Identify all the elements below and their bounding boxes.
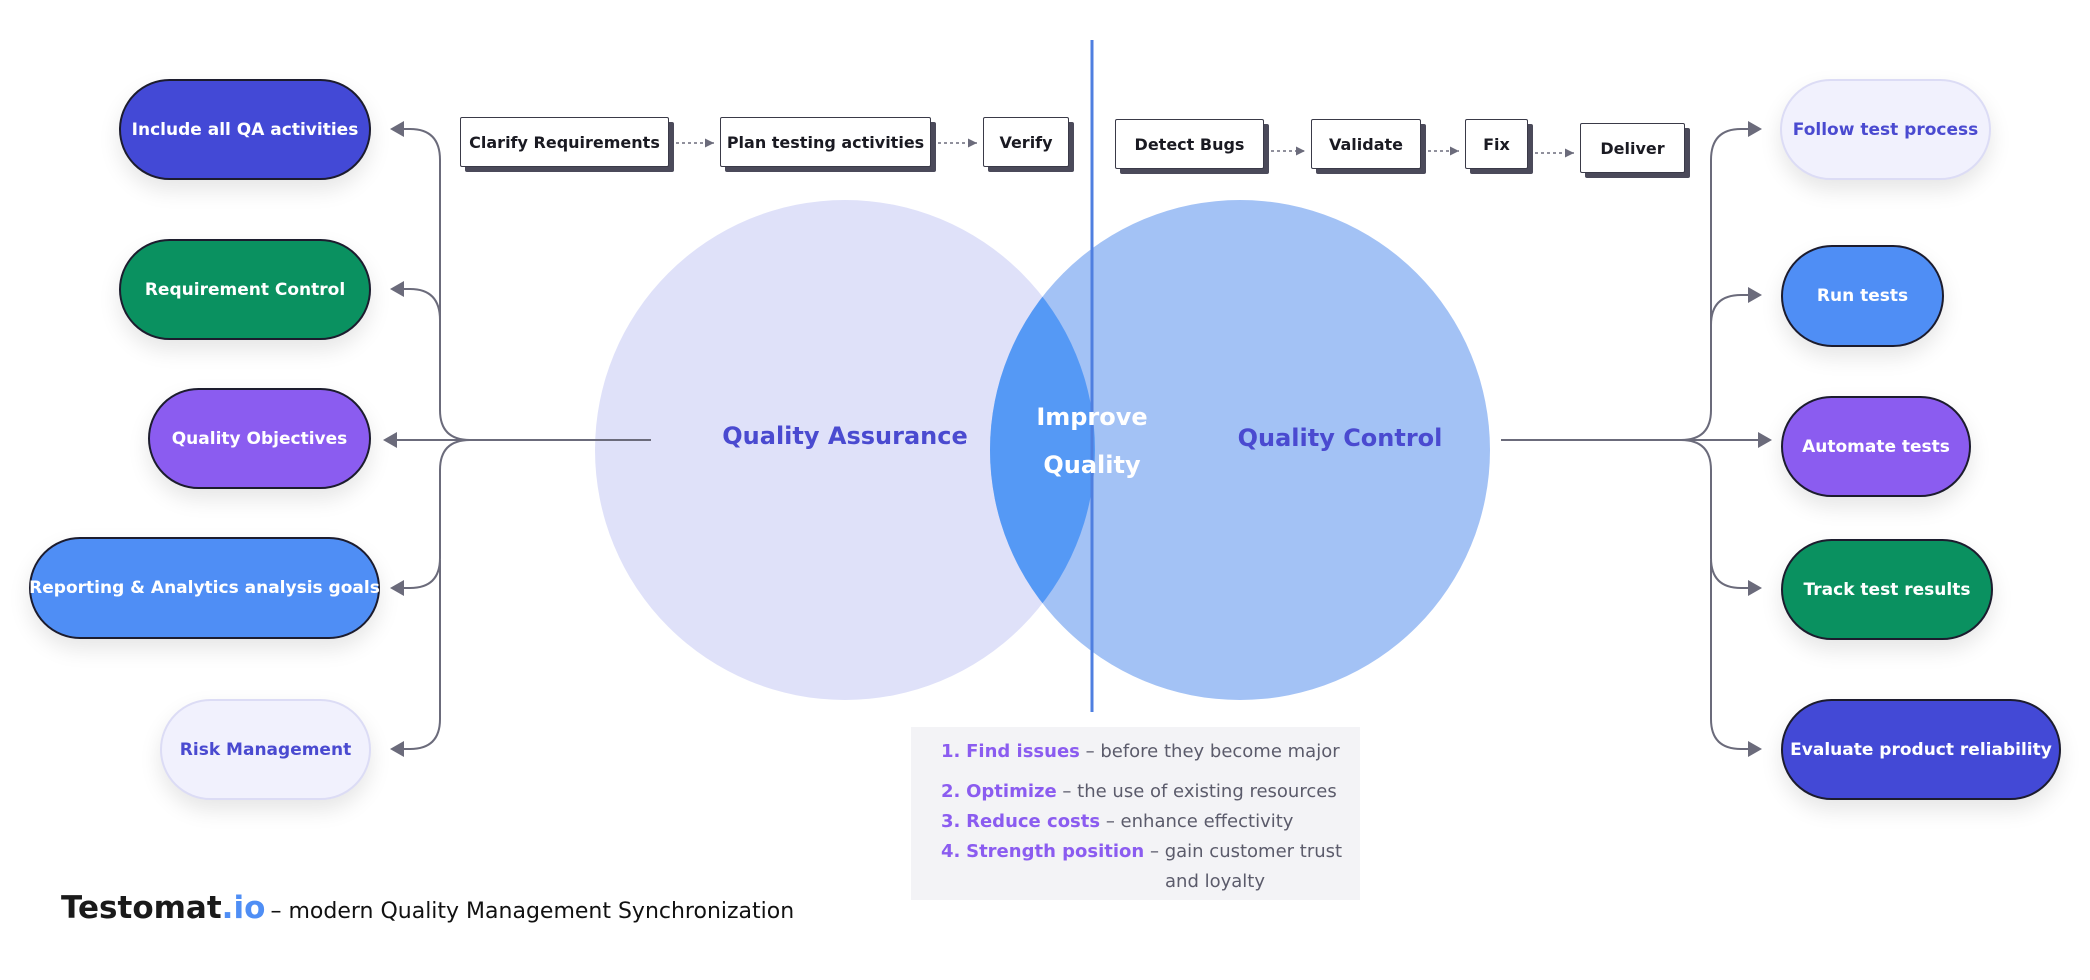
benefit-title: Find issues <box>966 741 1080 762</box>
qa-item-quality-objectives: Quality Objectives <box>148 388 371 489</box>
qc-item-evaluate-reliability: Evaluate product reliability <box>1781 699 2061 800</box>
qa-label: Quality Assurance <box>722 422 968 450</box>
flow-plan-testing: Plan testing activities <box>720 117 931 167</box>
qc-item-automate-tests: Automate tests <box>1781 396 1971 497</box>
brand-logo: Testomat.io <box>61 890 266 926</box>
qa-item-risk-management: Risk Management <box>160 699 371 800</box>
benefit-4-cont: and loyalty <box>1165 871 1265 892</box>
benefit-1: 1. Find issues – before they become majo… <box>941 741 1340 762</box>
benefits-panel: 1. Find issues – before they become majo… <box>911 727 1360 900</box>
qa-circle <box>595 200 1095 700</box>
qc-label: Quality Control <box>1237 424 1443 452</box>
flow-deliver: Deliver <box>1580 123 1685 173</box>
flow-fix: Fix <box>1465 119 1528 169</box>
flow-clarify-requirements: Clarify Requirements <box>460 117 669 167</box>
flow-detect-bugs: Detect Bugs <box>1115 119 1264 169</box>
benefit-4: 4. Strength position – gain customer tru… <box>941 841 1343 862</box>
benefit-title: Strength position <box>966 841 1145 862</box>
tagline: – modern Quality Management Synchronizat… <box>270 899 795 924</box>
qc-circle <box>990 200 1490 700</box>
flow-verify: Verify <box>983 117 1069 167</box>
footer: Testomat.io – modern Quality Management … <box>61 890 794 926</box>
qc-item-run-tests: Run tests <box>1781 245 1944 347</box>
qa-item-reporting-analytics: Reporting & Analytics analysis goals <box>29 537 380 639</box>
qc-item-follow-test-process: Follow test process <box>1780 79 1991 180</box>
benefit-2: 2. Optimize – the use of existing resour… <box>941 781 1337 802</box>
center-label-1: Improve <box>1036 403 1148 431</box>
benefit-title: Optimize <box>966 781 1057 802</box>
qa-connectors <box>383 121 651 757</box>
qc-item-track-test-results: Track test results <box>1781 539 1993 640</box>
qa-item-requirement-control: Requirement Control <box>119 239 371 340</box>
center-label-2: Quality <box>1043 451 1141 479</box>
benefit-title: Reduce costs <box>966 811 1101 832</box>
benefit-3: 3. Reduce costs – enhance effectivity <box>941 811 1294 832</box>
flow-arrows <box>676 138 1574 158</box>
qc-connectors <box>1501 121 1772 757</box>
qa-item-qa-activities: Include all QA activities <box>119 79 371 180</box>
flow-validate: Validate <box>1311 119 1421 169</box>
